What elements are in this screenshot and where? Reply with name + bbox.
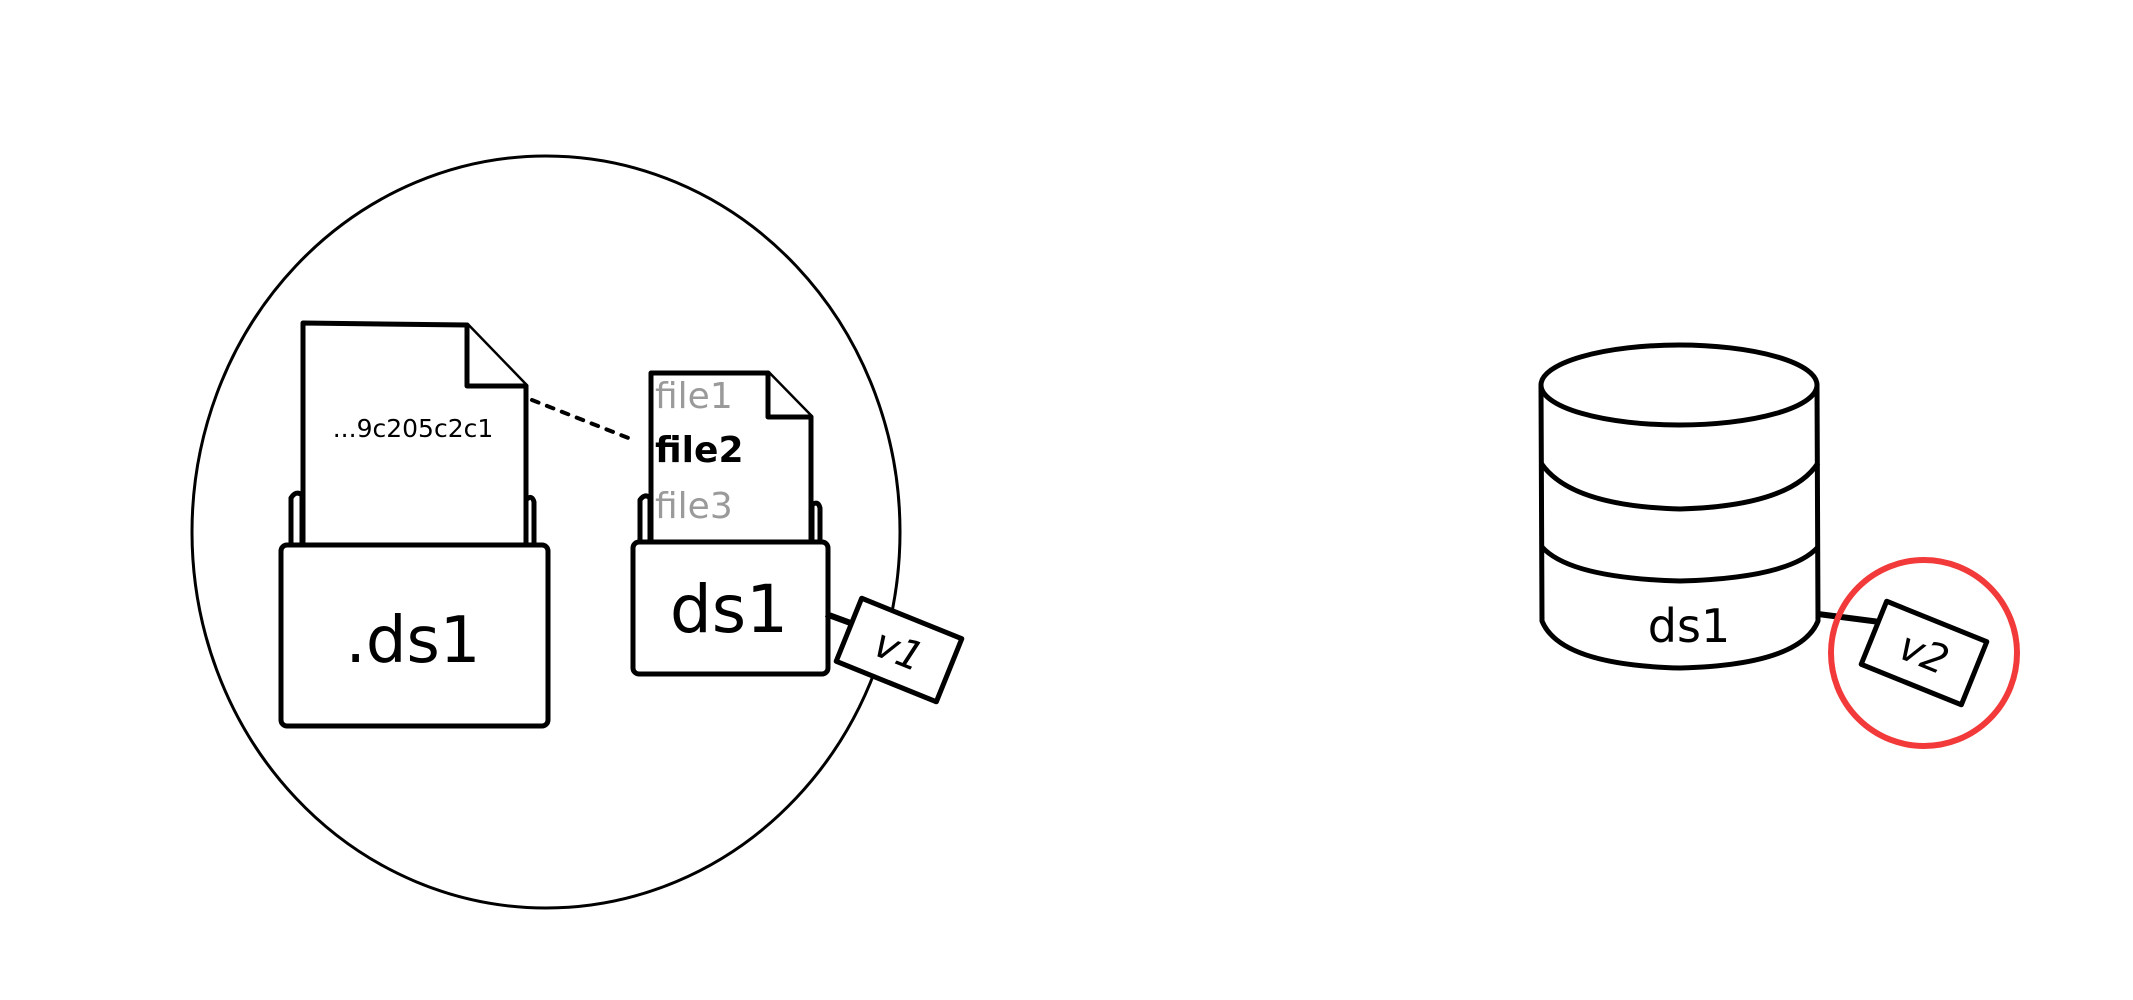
file-item: file1 bbox=[655, 376, 733, 417]
local-workspace-circle bbox=[190, 154, 902, 910]
version-tag-v2: v2 bbox=[1858, 598, 1990, 708]
document-fold bbox=[765, 370, 814, 420]
working-folder-label: ds1 bbox=[670, 571, 788, 648]
object-hash: ...9c205c2c1 bbox=[333, 414, 494, 443]
tag-connector bbox=[1817, 611, 1881, 625]
database-label: ds1 bbox=[1648, 599, 1730, 653]
document-fold bbox=[464, 322, 529, 389]
database-top bbox=[1538, 342, 1820, 428]
tag-icon bbox=[833, 595, 965, 705]
file-item-selected: file2 bbox=[655, 430, 744, 471]
hidden-folder-group: ...9c205c2c1 .ds1 bbox=[278, 320, 551, 729]
tag-icon bbox=[1858, 598, 1990, 708]
highlight-circle bbox=[1828, 557, 2020, 749]
remote-database-group: ds1 v2 bbox=[1538, 342, 2020, 749]
working-folder-icon bbox=[630, 539, 831, 677]
database-band bbox=[1538, 461, 1821, 512]
file-item: file3 bbox=[655, 486, 733, 527]
hidden-folder-icon bbox=[278, 542, 551, 729]
working-folder-group: file1 file2 file3 ds1 v1 bbox=[630, 370, 965, 705]
hidden-folder-label: .ds1 bbox=[345, 604, 480, 678]
version-tag-v1: v1 bbox=[833, 595, 965, 705]
hash-link-line bbox=[530, 398, 638, 443]
database-band bbox=[1540, 545, 1820, 584]
database-icon bbox=[1538, 382, 1821, 671]
